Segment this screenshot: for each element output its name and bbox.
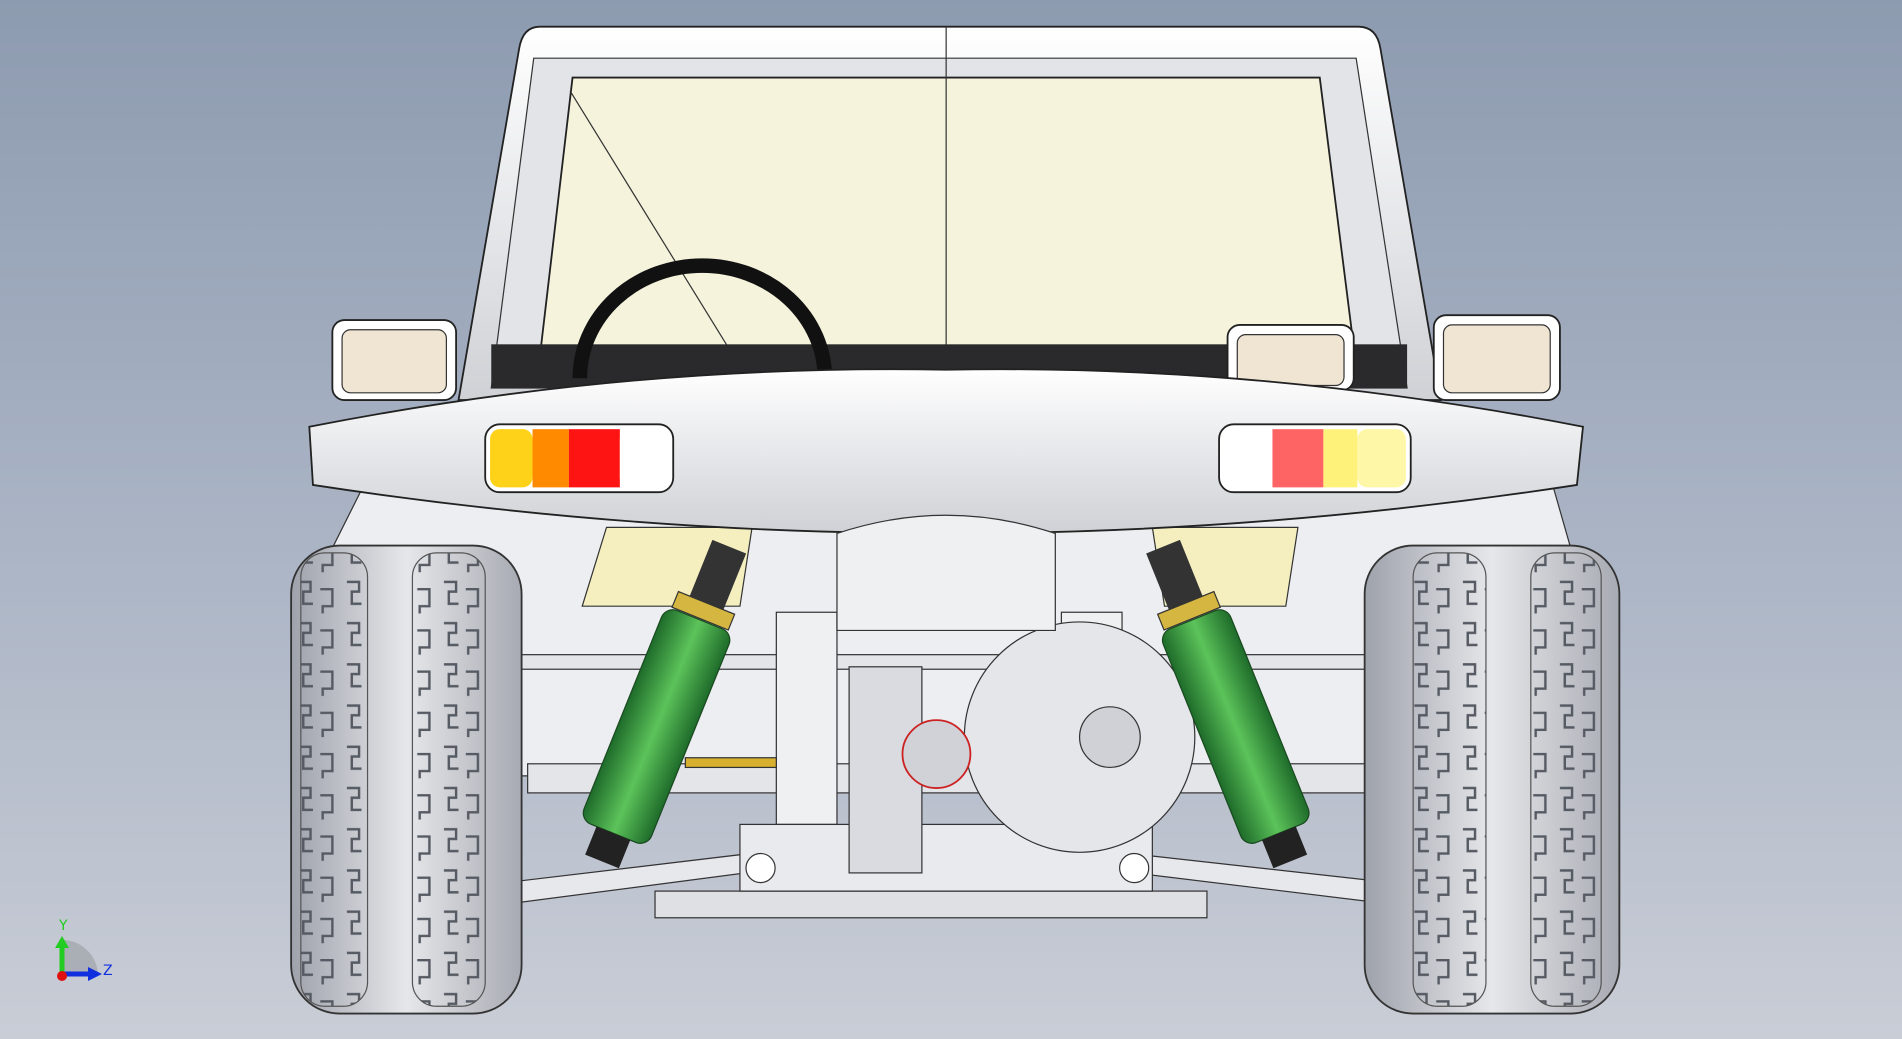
triad-axes-icon xyxy=(55,936,102,981)
shock-absorber-right xyxy=(1146,539,1310,869)
taillight-segment xyxy=(1323,429,1358,488)
taillight-segment xyxy=(568,429,620,488)
taillight-segment xyxy=(1357,429,1406,488)
view-orientation-triad: Y Z xyxy=(40,900,140,1000)
taillight-left xyxy=(484,423,675,494)
taillight-right xyxy=(1218,423,1412,494)
triad-z-label: Z xyxy=(103,963,113,979)
mirrors xyxy=(331,314,1561,401)
shock-absorber-left xyxy=(582,539,747,869)
taillight-segment xyxy=(1223,429,1249,488)
triad-y-label: Y xyxy=(59,918,68,934)
taillight-segment xyxy=(1248,429,1273,488)
taillight-segment xyxy=(532,429,569,488)
taillight-segment xyxy=(1272,429,1324,488)
taillight-segment xyxy=(490,429,533,488)
wheel-left xyxy=(290,544,523,1015)
steering-wheel xyxy=(572,258,833,379)
taillight-segment xyxy=(619,429,669,488)
windshield xyxy=(539,76,1355,348)
wheel-right xyxy=(1363,544,1621,1015)
